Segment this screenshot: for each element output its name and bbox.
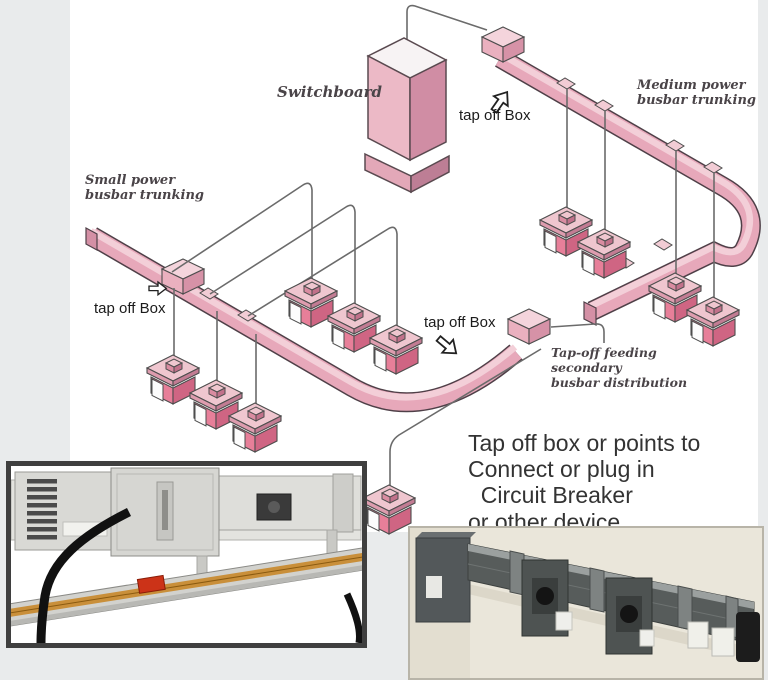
- photo-wall-busbar-run: [408, 526, 764, 680]
- photo-tap-off-unit: [6, 461, 367, 648]
- breaker-handle: [620, 605, 638, 623]
- switchboard: [364, 37, 450, 194]
- joint-bands: [509, 550, 739, 639]
- spec-label: [687, 621, 709, 649]
- plug-in-device: [256, 493, 292, 521]
- corner-box: [415, 532, 476, 623]
- small-power-label: Small power busbar trunking: [85, 173, 204, 204]
- wall-tap-off-box-2: [605, 577, 655, 655]
- vented-end-box: [14, 471, 114, 551]
- small-power-busbar: [85, 226, 523, 413]
- caption-text: Tap off box or points to Connect or plug…: [468, 430, 701, 535]
- open-busbar-rail: [11, 545, 362, 628]
- red-clamp: [136, 574, 166, 594]
- tap-off-box-top-label: tap off Box: [459, 107, 531, 124]
- tap-off-arrow-down-icon: [432, 331, 463, 361]
- drop-cable: [343, 592, 362, 643]
- tap-off-box-left-label: tap off Box: [94, 300, 166, 317]
- tap-off-unit-photo-art: [11, 466, 362, 643]
- breaker-handle: [536, 587, 554, 605]
- feeder-wires: [171, 88, 715, 489]
- medium-power-label: Medium power busbar trunking: [637, 78, 756, 109]
- medium-power-busbar: [495, 49, 761, 326]
- wall-busbar-photo-art: [410, 528, 762, 678]
- switchboard-label: Switchboard: [277, 83, 383, 101]
- tap-off-box-mid-label: tap off Box: [424, 314, 496, 331]
- end-cap: [736, 612, 760, 662]
- spec-label: [711, 627, 735, 657]
- tap-off-feeding-label: Tap-off feeding secondary busbar distrib…: [551, 345, 688, 390]
- power-cable: [36, 507, 132, 643]
- tap-unit: [369, 324, 423, 375]
- tap-off-box-mid: [507, 308, 551, 345]
- wall-tap-off-box-1: [521, 559, 573, 637]
